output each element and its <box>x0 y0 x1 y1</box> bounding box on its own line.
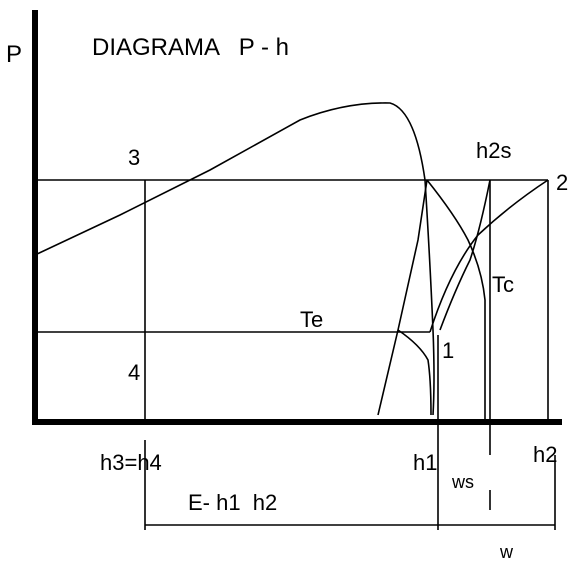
h1-label: h1 <box>413 450 437 475</box>
saturation-dome <box>34 102 435 416</box>
h2-label: h2 <box>533 442 557 467</box>
tc-label: Tc <box>492 272 514 297</box>
te-label: Te <box>300 307 323 332</box>
ws-label: ws <box>451 472 474 492</box>
point-4-label: 4 <box>128 360 140 385</box>
h3-h4-label: h3=h4 <box>100 450 162 475</box>
point-3-label: 3 <box>128 145 140 170</box>
isentropic-curve <box>426 179 486 422</box>
point-1-label: 1 <box>442 338 454 363</box>
h2s-label: h2s <box>476 138 511 163</box>
isotherm-te <box>377 179 428 416</box>
isotherm-tc <box>397 329 432 416</box>
diagram-title: DIAGRAMA P - h <box>92 34 289 61</box>
point-2-label: 2 <box>556 170 568 195</box>
w-label: w <box>499 542 514 562</box>
superheat-curve <box>439 179 491 331</box>
y-axis-label: P <box>6 41 22 68</box>
e-label: E- h1 h2 <box>188 490 277 515</box>
